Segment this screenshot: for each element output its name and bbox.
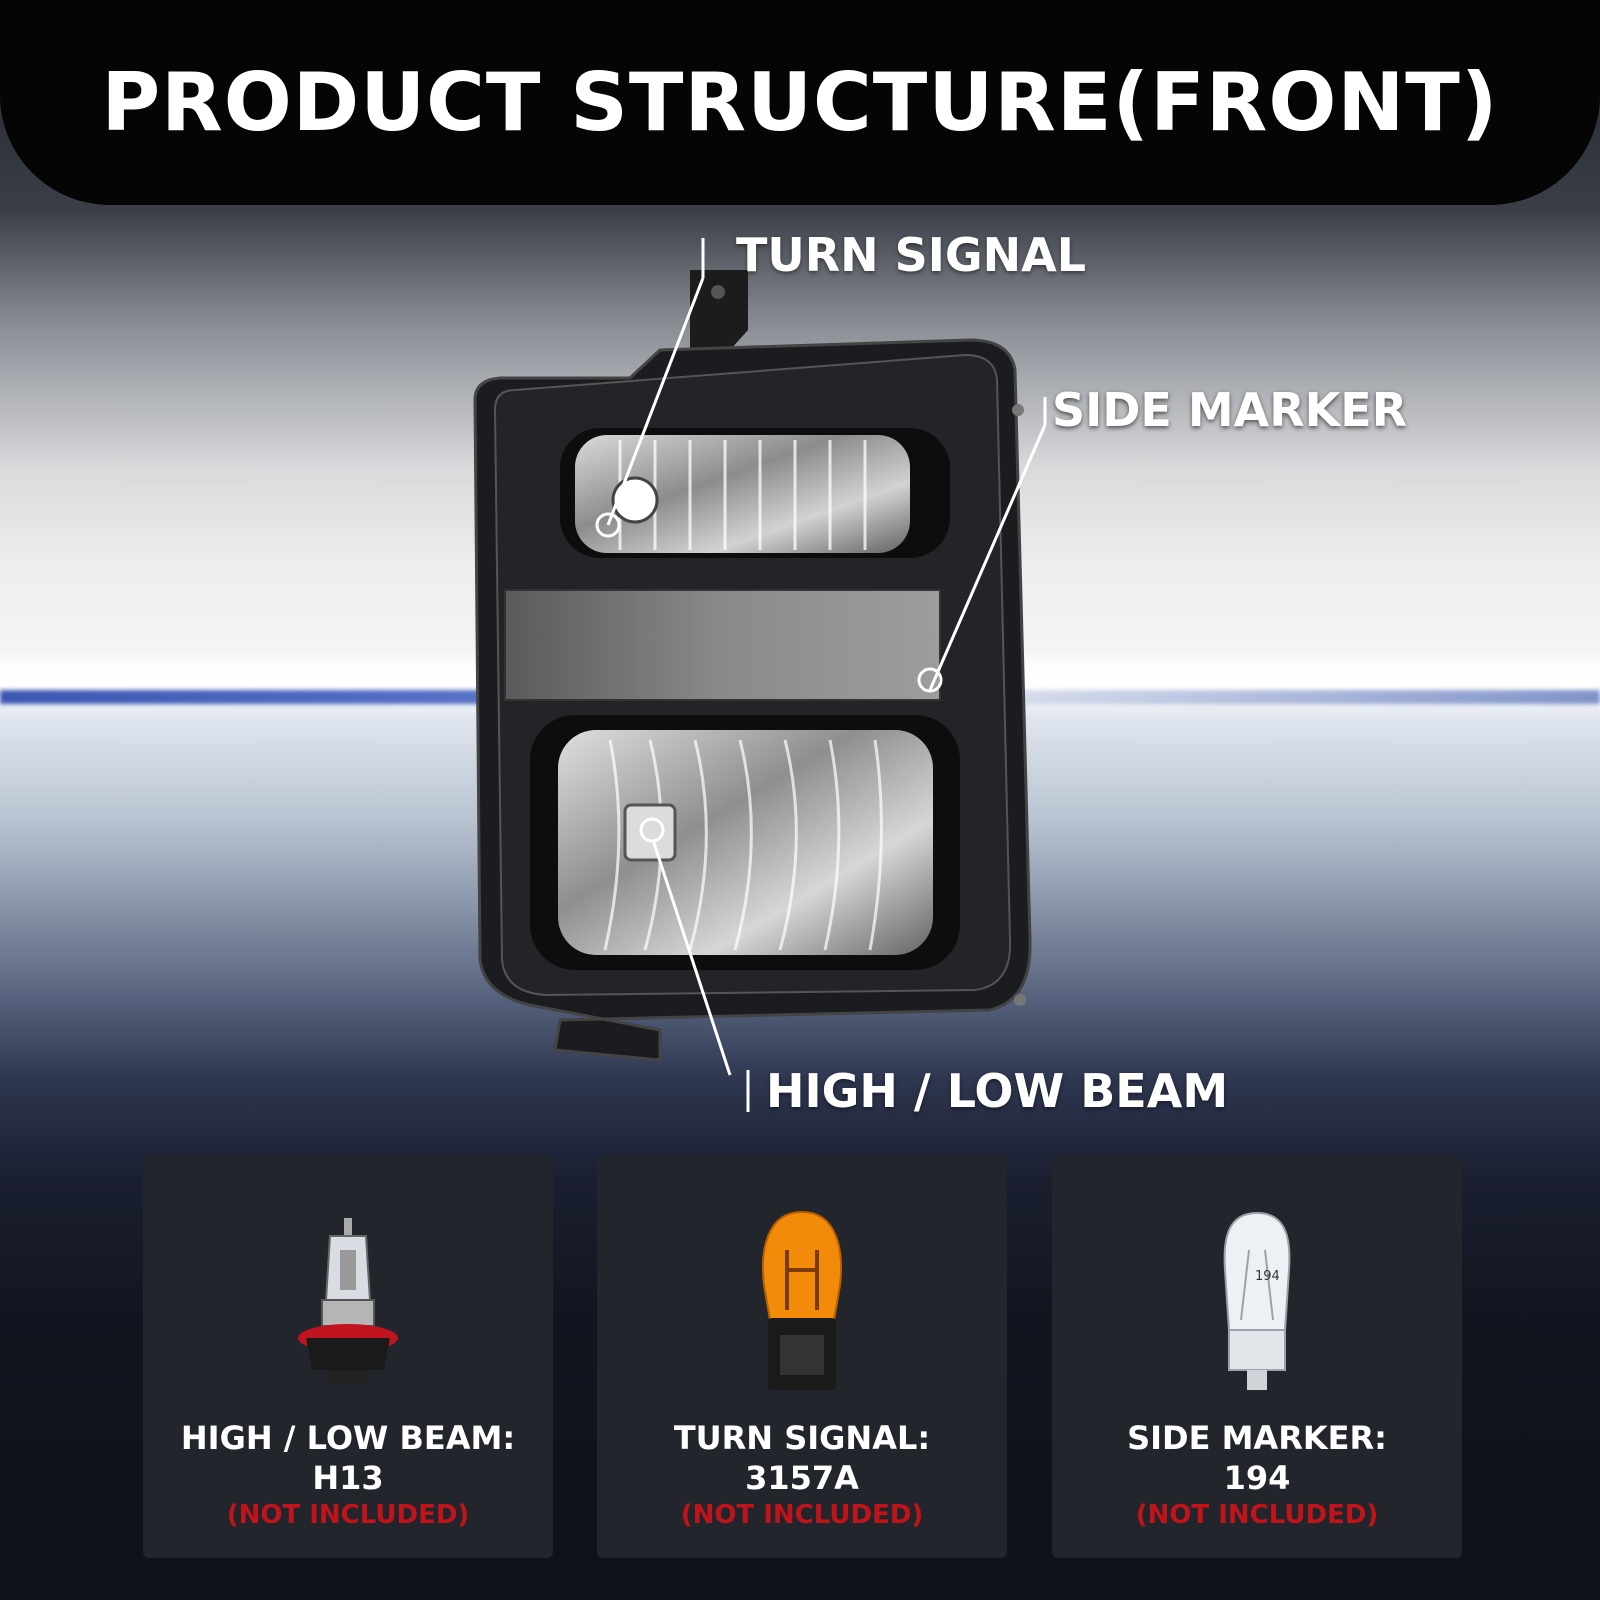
bulb-name: HIGH / LOW BEAM:: [180, 1419, 516, 1457]
bulb-name: SIDE MARKER:: [1127, 1419, 1387, 1457]
side-marker-callout: SIDE MARKER: [1052, 383, 1408, 437]
bulb-name: TURN SIGNAL:: [673, 1419, 931, 1457]
headlamp-image: [473, 270, 1032, 1062]
bulb-code: 3157A: [745, 1459, 859, 1497]
bulb-card-194: 194 SIDE MARKER: 194 (NOT INCLUDED): [1052, 1155, 1462, 1558]
title-bar: PRODUCT STRUCTURE(FRONT): [0, 0, 1600, 205]
bulb-code: 194: [1223, 1459, 1291, 1497]
h13-bulb-icon: [298, 1218, 398, 1384]
side-marker-lens: [504, 589, 941, 701]
not-included-note: (NOT INCLUDED): [226, 1500, 470, 1530]
3157a-bulb-icon: [762, 1210, 842, 1390]
not-included-note: (NOT INCLUDED): [680, 1500, 924, 1530]
bulb-card-3157a: TURN SIGNAL: 3157A (NOT INCLUDED): [597, 1155, 1007, 1558]
bulb-code: H13: [312, 1459, 384, 1497]
bulb-card-h13: HIGH / LOW BEAM: H13 (NOT INCLUDED): [143, 1155, 553, 1558]
page-title: PRODUCT STRUCTURE(FRONT): [101, 56, 1499, 149]
194-bulb-icon: 194: [1223, 1211, 1291, 1390]
mount-tab: [690, 270, 748, 350]
high-low-beam-callout: HIGH / LOW BEAM: [766, 1064, 1229, 1118]
bulb-marking: 194: [1255, 1269, 1280, 1284]
not-included-note: (NOT INCLUDED): [1135, 1500, 1379, 1530]
turn-signal-callout: TURN SIGNAL: [736, 228, 1087, 282]
